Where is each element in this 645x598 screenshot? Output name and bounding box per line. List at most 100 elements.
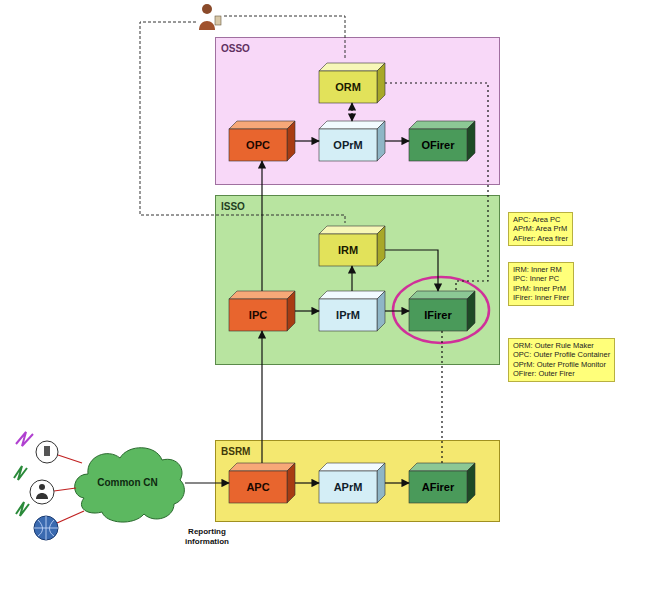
abbreviation-text: AFirer: Area firer	[513, 234, 568, 243]
abbreviation-text: IRM: Inner RM	[513, 265, 569, 274]
phone-symbol	[44, 446, 50, 456]
arrow-connector	[351, 266, 352, 291]
signal-bolt	[16, 432, 33, 446]
edge-label-box: Reporting information	[177, 527, 237, 546]
abbreviation-text: IPrM: Inner PrM	[513, 284, 569, 293]
abbreviation-text: APrM: Area PrM	[513, 224, 568, 233]
abbreviation-note: ORM: Outer Rule MakerOPC: Outer Profile …	[508, 338, 615, 382]
module-cube: IPrM	[319, 291, 385, 331]
cube-top	[409, 463, 475, 471]
module-label: ORM	[335, 81, 361, 93]
arrow-connector	[351, 103, 352, 121]
module-cube: OFirer	[409, 121, 475, 161]
cube-side	[377, 291, 385, 331]
abbreviation-text: OFirer: Outer Firer	[513, 369, 610, 378]
arrow-connector	[185, 482, 229, 483]
module-cube: IPC	[229, 291, 295, 331]
cube-top	[409, 121, 475, 129]
module-label: IPrM	[336, 309, 360, 321]
arrow-connector	[295, 140, 319, 141]
module-cube: APrM	[319, 463, 385, 503]
module-cube: OPC	[229, 121, 295, 161]
arrow-connector	[261, 331, 262, 463]
cube-side	[287, 121, 295, 161]
terminal-circle	[30, 480, 54, 504]
arrow-connector	[385, 140, 409, 141]
cube-top	[319, 291, 385, 299]
module-label: APC	[246, 481, 269, 493]
cube-front	[229, 129, 287, 161]
group-box: OSSOORMOPCOPrMOFirer	[215, 37, 500, 185]
person-symbol	[36, 493, 48, 499]
dashed-link	[140, 22, 345, 223]
cube-top	[319, 463, 385, 471]
cube-front	[229, 471, 287, 503]
signal-bolt	[14, 466, 27, 480]
abbreviation-text: OPrM: Outer Profile Monitor	[513, 360, 610, 369]
network-cloud: Common CN	[70, 440, 185, 525]
user-head	[202, 4, 212, 14]
cube-side	[377, 463, 385, 503]
signal-bolt	[16, 502, 29, 516]
cube-side	[287, 291, 295, 331]
cube-side	[467, 121, 475, 161]
cube-side	[377, 63, 385, 103]
arrow-connector	[441, 331, 442, 463]
cube-front	[319, 299, 377, 331]
cube-top	[229, 463, 295, 471]
module-cube: AFirer	[409, 463, 475, 503]
abbreviation-text: IFirer: Inner Firer	[513, 293, 569, 302]
abbreviation-note: APC: Area PCAPrM: Area PrMAFirer: Area f…	[508, 212, 573, 246]
globe-grid	[34, 516, 58, 540]
cube-top	[409, 291, 475, 299]
module-cube: IFirer	[409, 291, 475, 331]
cube-front	[409, 129, 467, 161]
module-label: OPC	[246, 139, 270, 151]
person-symbol	[39, 484, 45, 490]
cube-side	[467, 463, 475, 503]
arrow-connector	[385, 482, 409, 483]
edge-label: Reporting information	[185, 527, 229, 546]
cube-top	[229, 291, 295, 299]
arrow-connector	[385, 310, 409, 311]
user-device	[215, 16, 221, 25]
highlight-ellipse	[393, 277, 489, 343]
cube-top	[319, 121, 385, 129]
cloud-label: Common CN	[97, 477, 158, 488]
abbreviation-text: OPC: Outer Profile Container	[513, 350, 610, 359]
cloud-outline	[75, 448, 185, 522]
module-label: AFirer	[422, 481, 454, 493]
abbreviation-text: APC: Area PC	[513, 215, 568, 224]
group-label: ISSO	[221, 201, 245, 212]
cube-front	[319, 71, 377, 103]
cube-front	[409, 299, 467, 331]
arrow-connector	[295, 482, 319, 483]
dashed-link	[224, 16, 345, 60]
cube-front	[319, 234, 377, 266]
user-body	[199, 21, 215, 30]
cube-front	[319, 471, 377, 503]
terminal-icons	[14, 432, 84, 540]
arrow-connector	[385, 83, 488, 291]
module-cube: ORM	[319, 63, 385, 103]
cube-side	[377, 121, 385, 161]
arrow-connector	[385, 250, 438, 291]
module-label: IRM	[338, 244, 358, 256]
cube-front	[229, 299, 287, 331]
cube-top	[319, 63, 385, 71]
module-label: OFirer	[421, 139, 454, 151]
module-label: APrM	[334, 481, 363, 493]
module-label: IPC	[249, 309, 267, 321]
globe-symbol	[34, 516, 58, 540]
access-line	[57, 511, 84, 523]
cube-side	[287, 463, 295, 503]
module-cube: OPrM	[319, 121, 385, 161]
module-cube: IRM	[319, 226, 385, 266]
cube-top	[319, 226, 385, 234]
cube-front	[409, 471, 467, 503]
abbreviation-text: ORM: Outer Rule Maker	[513, 341, 610, 350]
user-icon	[199, 4, 221, 30]
access-line	[58, 455, 82, 463]
abbreviation-text: IPC: Inner PC	[513, 274, 569, 283]
cube-top	[229, 121, 295, 129]
